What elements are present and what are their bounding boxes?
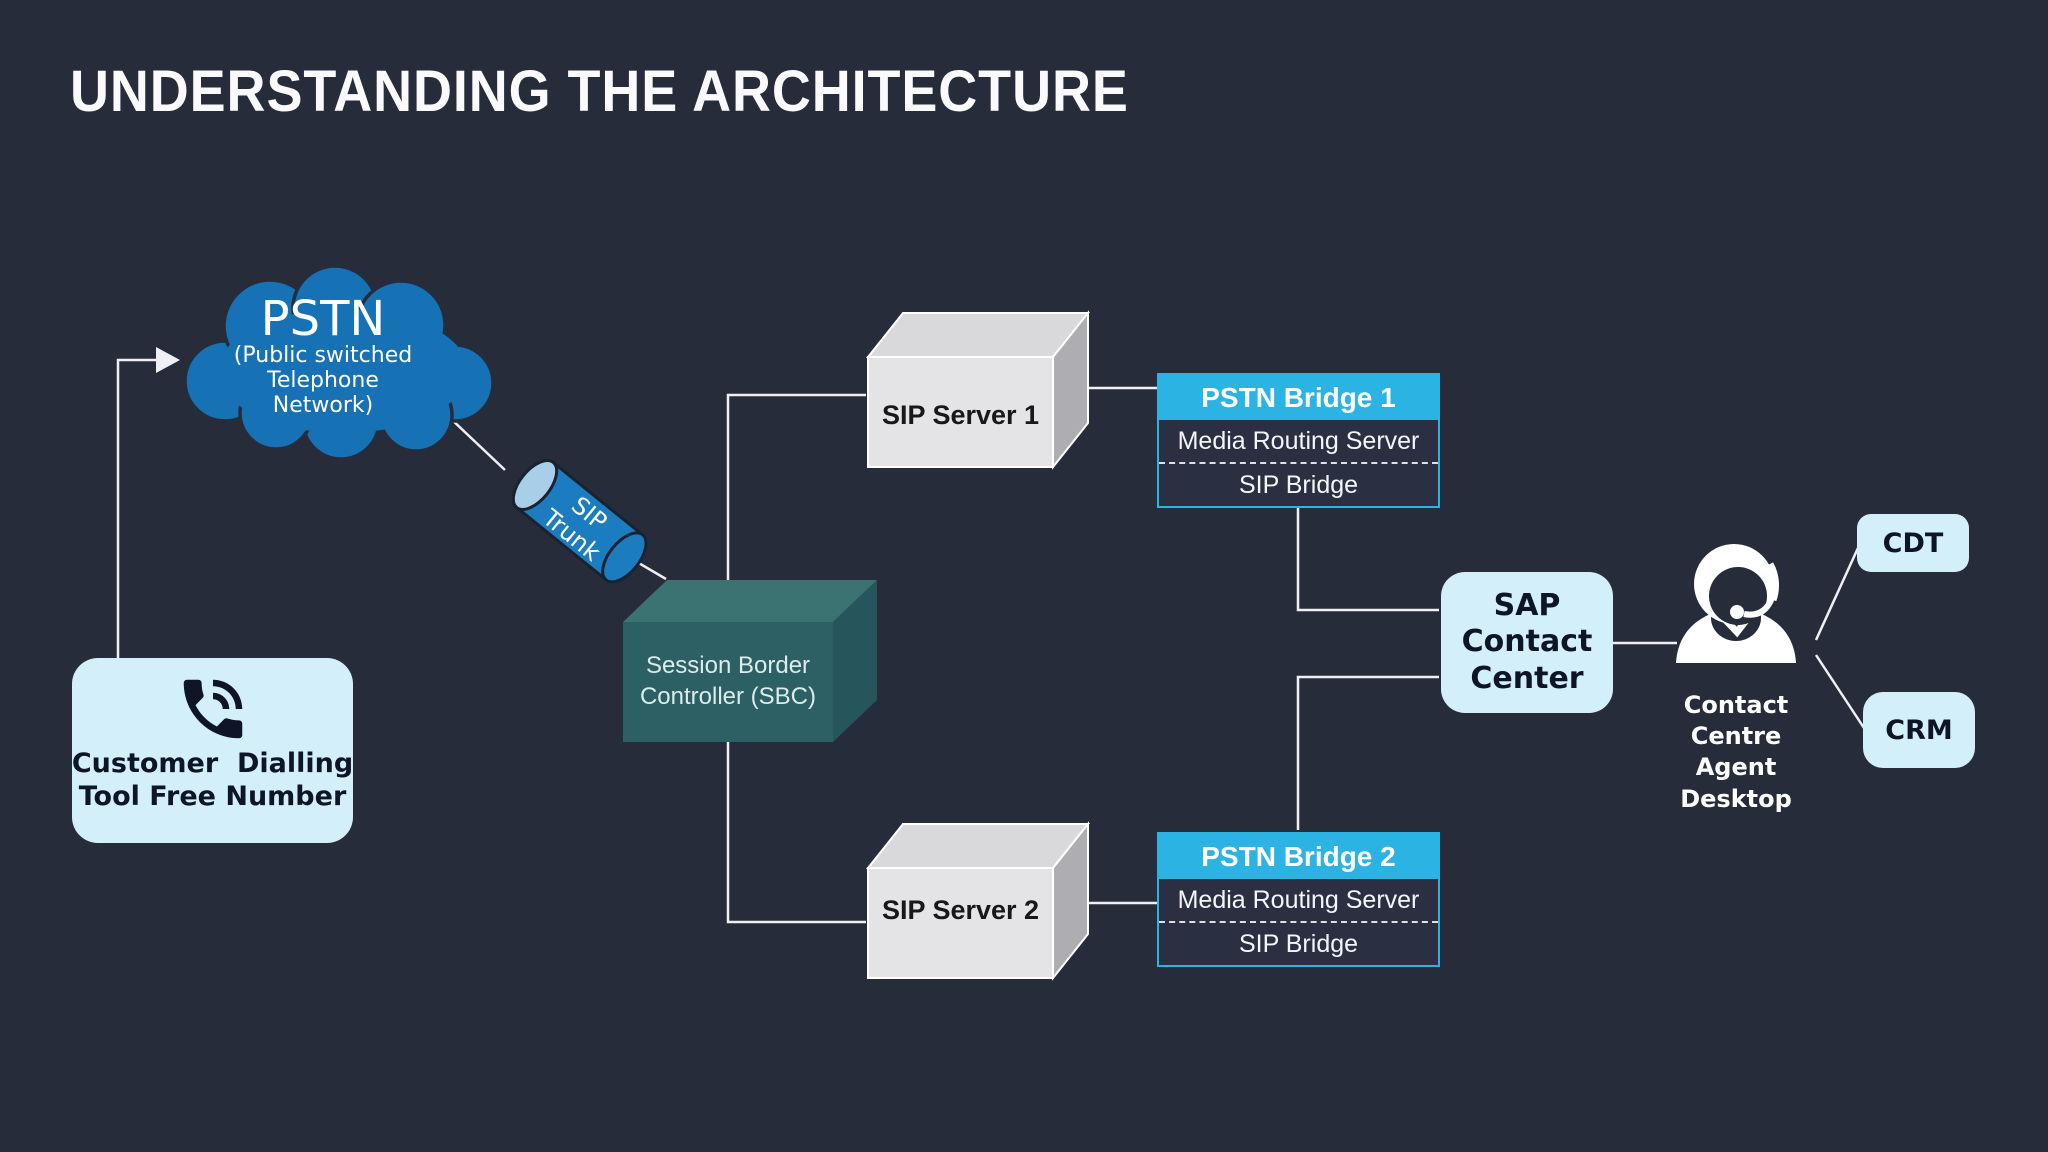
phone-call-icon xyxy=(183,679,242,739)
connector-lines xyxy=(116,358,1866,924)
sap-label-line3: Center xyxy=(1470,660,1584,696)
crm-label: CRM xyxy=(1885,714,1953,746)
pstn-bridge-2: PSTN Bridge 2 Media Routing Server SIP B… xyxy=(1157,832,1440,967)
pstn-sublabel-line: Telephone xyxy=(267,368,379,394)
agent-label-line2: Agent Desktop xyxy=(1680,753,1792,813)
sbc-label: Session Border Controller (SBC) xyxy=(618,650,838,712)
pstn-cloud-text: PSTN (Public switched Telephone Network) xyxy=(197,294,449,418)
agent-label-line1: Contact Centre xyxy=(1683,691,1789,751)
pstn-sublabel-line: (Public switched xyxy=(233,343,413,369)
line-agent-to-crm xyxy=(1814,654,1866,729)
sip-server-2-box xyxy=(865,821,1091,981)
arrowhead-into-pstn xyxy=(156,347,180,373)
bridge-2-header: PSTN Bridge 2 xyxy=(1159,834,1438,879)
sbc-label-line1: Session Border xyxy=(645,652,811,679)
line-bridge2-to-sap xyxy=(1296,675,1439,830)
pstn-label: PSTN xyxy=(260,291,386,347)
sbc-box xyxy=(623,580,877,742)
cdt-label: CDT xyxy=(1882,527,1944,559)
line-agent-to-cdt xyxy=(1814,547,1860,641)
page-title: UNDERSTANDING THE ARCHITECTURE xyxy=(70,59,1129,124)
sip-server-2-label: SIP Server 2 xyxy=(881,895,1040,925)
pstn-cloud-shape xyxy=(183,264,495,461)
customer-dialling-box: Customer Dialling Tool Free Number xyxy=(72,658,353,843)
pstn-sublabel-line: Network) xyxy=(272,392,374,418)
bridge-2-row-sip-bridge: SIP Bridge xyxy=(1159,921,1438,965)
sip-server-1-label: SIP Server 1 xyxy=(881,400,1040,430)
bridge-1-row-media-routing-server: Media Routing Server xyxy=(1177,426,1420,455)
sip-server-1-box xyxy=(865,310,1091,470)
sbc-label-line2: Controller (SBC) xyxy=(639,683,817,711)
customer-label-line2: Tool Free Number xyxy=(78,780,347,812)
line-bridge1-to-sap xyxy=(1296,507,1439,612)
bridge-1-header: PSTN Bridge 1 xyxy=(1159,375,1438,420)
sap-contact-center-box: SAP Contact Center xyxy=(1441,572,1613,713)
bridge-2-row-media-routing-server: Media Routing Server xyxy=(1177,885,1420,914)
cdt-box: CDT xyxy=(1857,514,1969,572)
crm-box: CRM xyxy=(1863,692,1975,768)
line-pstn-to-trunk xyxy=(448,416,506,471)
agent-desktop-label: Contact Centre Agent Desktop xyxy=(1638,690,1834,815)
line-sbc-to-server2 xyxy=(726,742,866,924)
sap-label-line1: SAP xyxy=(1493,587,1561,623)
customer-label-line1: Customer Dialling xyxy=(71,748,354,779)
pstn-bridge-1: PSTN Bridge 1 Media Routing Server SIP B… xyxy=(1157,373,1440,508)
sip-trunk-cylinder: SIP Trunk xyxy=(511,459,648,584)
line-sbc-to-server1 xyxy=(726,393,866,580)
line-customer-to-pstn xyxy=(116,358,158,658)
agent-headset-icon xyxy=(1676,544,1796,663)
sap-label-line2: Contact xyxy=(1461,624,1593,660)
bridge-1-row-sip-bridge: SIP Bridge xyxy=(1159,462,1438,506)
